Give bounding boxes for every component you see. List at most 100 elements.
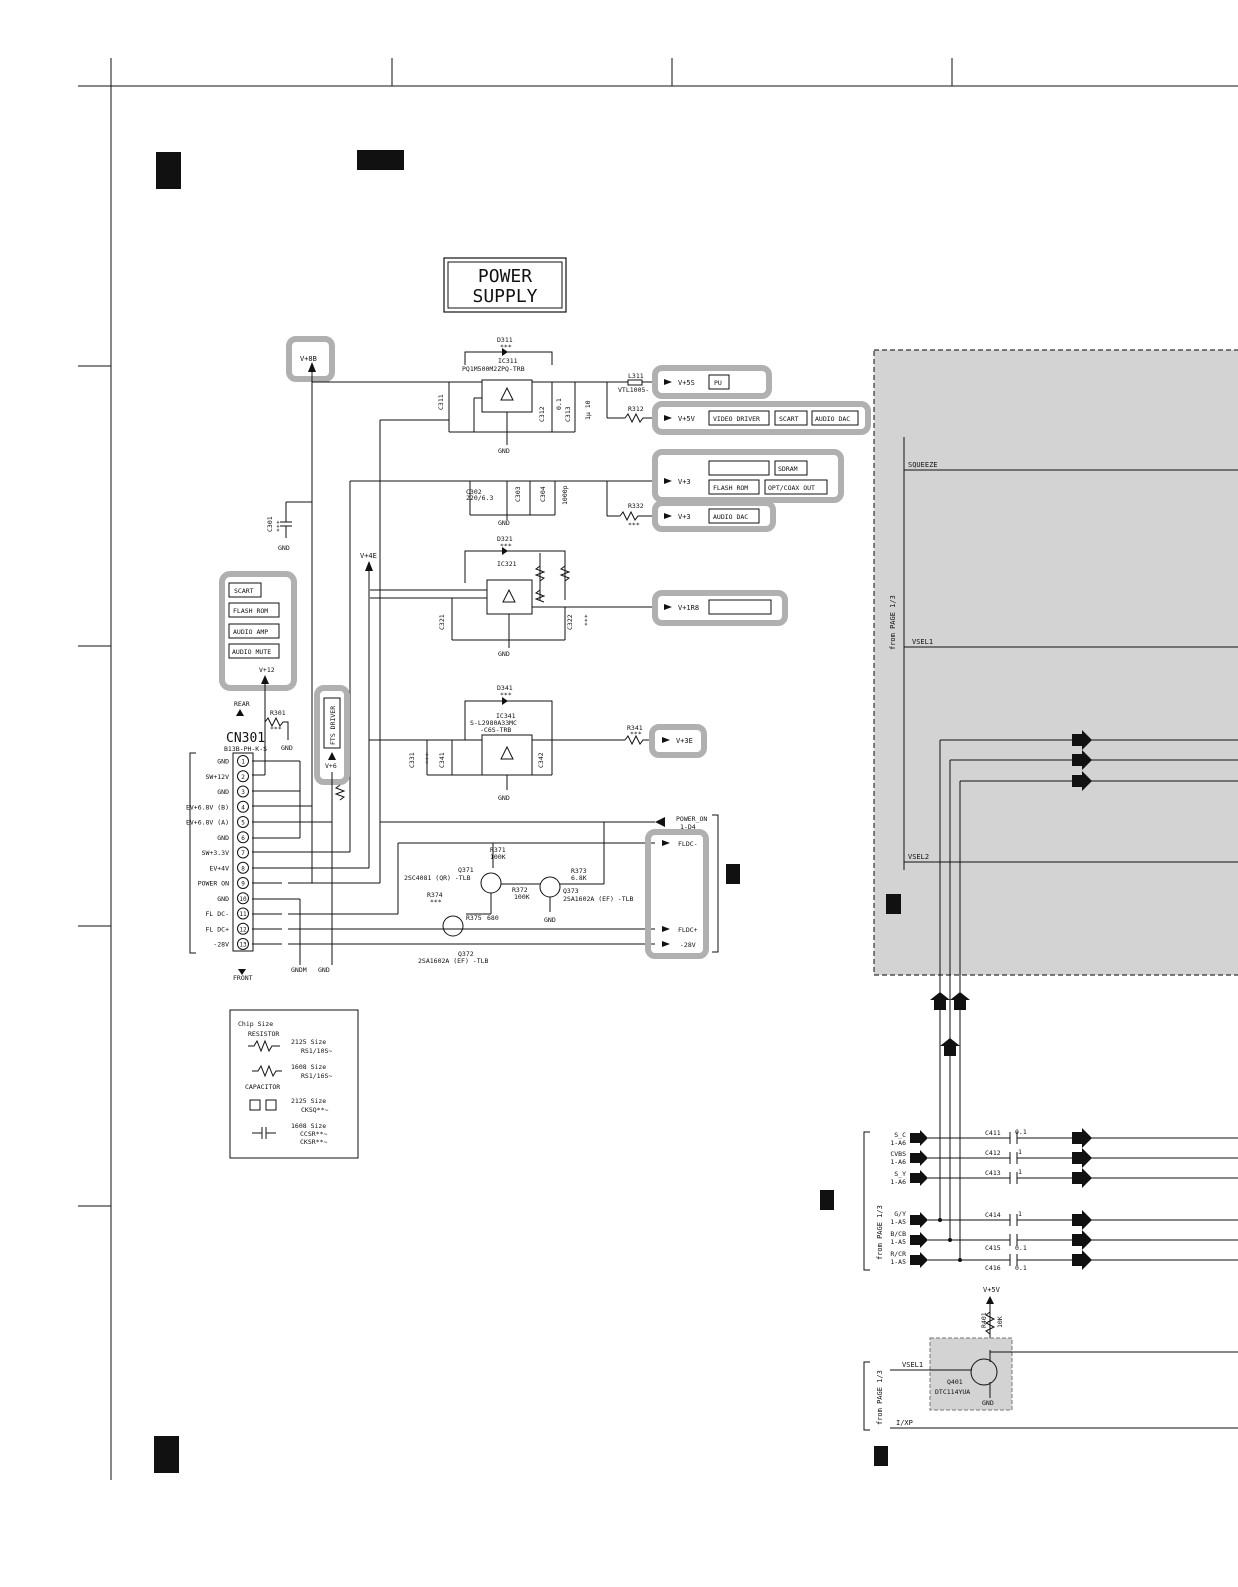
legend-title: Chip Size xyxy=(238,1020,273,1028)
fldc-output-group: FLDC- FLDC+ -28V xyxy=(645,829,709,959)
pin-number: 4 xyxy=(241,804,245,811)
input-name: S_Y xyxy=(894,1170,906,1178)
signal-vsel1: VSEL1 xyxy=(912,638,933,646)
pin-label: FL DC+ xyxy=(206,925,230,933)
pin-circle xyxy=(237,755,249,767)
c304-label: C304 xyxy=(539,486,547,502)
minus28-label: -28V xyxy=(680,941,696,949)
pin-label: EV+4V xyxy=(209,864,229,872)
legend-r2125-part: RS1/10S~ xyxy=(301,1047,332,1055)
cap-value: 1 xyxy=(1018,1210,1022,1218)
video-input-row: B/CB 1-A5 C415 0.1 xyxy=(890,1230,1238,1252)
legend-r1608: 1608 Size xyxy=(291,1063,326,1071)
pin-number: 9 xyxy=(241,881,245,888)
cn301-label: CN301 xyxy=(226,731,265,746)
input-ref: 1-A6 xyxy=(890,1158,906,1166)
pin-label: SW+12V xyxy=(206,773,230,781)
pin-number: 10 xyxy=(239,896,247,903)
c322-label: C322 xyxy=(566,614,574,630)
legend-c1608-part-2: CKSR**~ xyxy=(300,1138,327,1146)
gnd-label: GND xyxy=(498,650,510,658)
c312-label: C312 xyxy=(538,406,546,422)
gndm-label: GNDM xyxy=(291,966,307,974)
v5s-label: V+5S xyxy=(678,379,695,387)
from-page-label: from PAGE 1/3 xyxy=(889,595,897,650)
q401-block: V+5V R401 10K Q401 DTC114YUA GND VSEL1 I… xyxy=(863,1286,1238,1466)
arrow-icon xyxy=(910,1232,928,1248)
connector-pin: FL DC-11 xyxy=(206,907,249,920)
pin-label: -28V xyxy=(213,941,229,949)
from-page-label: from PAGE 1/3 xyxy=(876,1205,884,1260)
cap-ref: C414 xyxy=(985,1211,1001,1219)
arrow-icon xyxy=(910,1170,928,1186)
arrow-icon xyxy=(1072,1210,1092,1230)
r301-label: R301 xyxy=(270,709,286,717)
pin-number: 2 xyxy=(241,774,245,781)
c301-label: C301 xyxy=(266,516,274,532)
connector-pin: EV+6.8V (A)5 xyxy=(186,816,249,828)
gnd-label: GND xyxy=(498,519,510,527)
load-flash-rom: FLASH ROM xyxy=(713,484,748,492)
pin-label: POWER ON xyxy=(198,880,229,888)
cap-value: 0.1 xyxy=(1015,1264,1027,1272)
signal-bus xyxy=(930,740,970,1260)
r301-block: REAR R301 *** GND xyxy=(234,700,293,752)
r401-label: R401 xyxy=(980,1312,988,1328)
connector-wiring: GNDM GND xyxy=(252,419,655,974)
l311-part: VTL1005- xyxy=(618,386,649,394)
arrow-icon xyxy=(910,1212,928,1228)
arrow-icon xyxy=(1072,1168,1092,1188)
pin-circle xyxy=(237,785,249,798)
cap-value: 0.1 xyxy=(1015,1244,1027,1252)
power-on-ref: 1-D4 xyxy=(680,823,696,831)
input-ref: 1-A5 xyxy=(890,1258,906,1266)
pin-label: FL DC- xyxy=(206,910,229,918)
cap-ref: C412 xyxy=(985,1149,1001,1157)
ic311-part: PQ1M500M2ZPQ-TRB xyxy=(462,365,525,373)
input-ref: 1-A5 xyxy=(890,1218,906,1226)
load-fts-driver: FTS DRIVER xyxy=(329,706,337,745)
d321-value: *** xyxy=(500,542,512,550)
legend-c2125-part: CKSQ**~ xyxy=(301,1106,328,1114)
video-input-row: CVBS 1-A6 C412 1 xyxy=(890,1148,1238,1168)
pin-number: 1 xyxy=(241,759,245,766)
r372-value: 100K xyxy=(514,893,530,901)
r301-value: *** xyxy=(270,725,282,733)
up-arrow-icon xyxy=(940,1038,960,1056)
d311-value: *** xyxy=(500,343,512,351)
d311-label: D311 xyxy=(497,336,513,344)
r373-value: 6.8K xyxy=(571,874,587,882)
video-input-row: S_C 1-A6 C411 0.1 xyxy=(890,1128,1238,1148)
load-scart-2: SCART xyxy=(234,587,254,595)
v3-section: GND C302 220/6.3 C303 C304 1000p R332 **… xyxy=(349,480,655,852)
pin-number: 12 xyxy=(239,926,247,933)
c331-label: C331 xyxy=(408,752,416,768)
arrow-icon xyxy=(1072,771,1092,791)
r373-label: R373 xyxy=(571,867,587,875)
signal-vsel2: VSEL2 xyxy=(908,853,929,861)
pin-circle xyxy=(237,816,249,828)
pin-label: GND xyxy=(217,788,229,796)
load-video-driver: VIDEO DRIVER xyxy=(713,415,760,423)
pin-number: 8 xyxy=(241,865,245,872)
section-marker xyxy=(820,1190,834,1210)
power-on-label: POWER_ON xyxy=(676,815,707,823)
arrow-icon xyxy=(910,1130,928,1146)
cap-value: 1 xyxy=(1018,1168,1022,1176)
cap-ref: C413 xyxy=(985,1169,1001,1177)
output-v5v: V+5V VIDEO DRIVER SCART AUDIO DAC xyxy=(652,401,871,435)
rail-v8b: V+8B C301 *** GND xyxy=(266,336,482,883)
c313-label: C313 xyxy=(564,406,572,422)
title-line-2: SUPPLY xyxy=(472,286,537,307)
gnd-label: GND xyxy=(318,966,330,974)
r341-value: *** xyxy=(630,730,642,738)
arrow-icon xyxy=(1072,750,1092,770)
gnd-label: GND xyxy=(544,916,556,924)
rail-v5v-label: V+5V xyxy=(983,1286,1001,1294)
gnd-label: GND xyxy=(278,544,290,552)
arrow-up-icon xyxy=(365,561,373,571)
